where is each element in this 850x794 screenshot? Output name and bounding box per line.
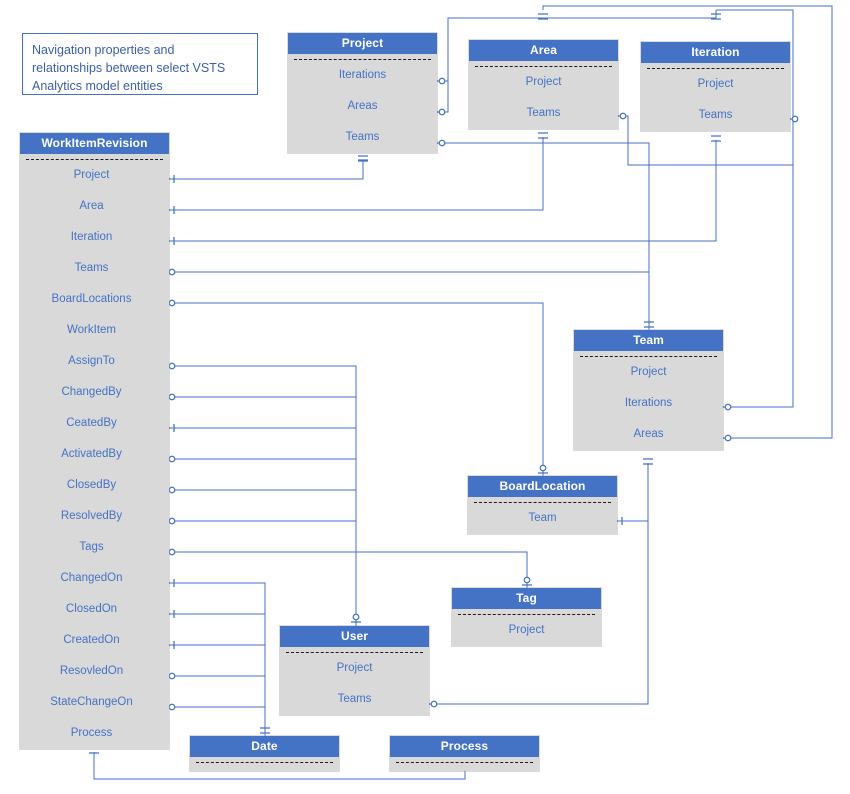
entity-row[interactable]: Project <box>73 169 110 181</box>
entity-row[interactable]: Teams <box>526 107 561 119</box>
entity-tag[interactable]: Tag Project <box>452 588 601 646</box>
entity-rows-iteration: Project Teams <box>641 69 790 131</box>
entity-project[interactable]: Project Iterations Areas Teams <box>288 33 437 153</box>
entity-separator <box>580 356 717 357</box>
entity-row[interactable]: ClosedBy <box>66 479 117 491</box>
entity-row[interactable]: Project <box>508 624 545 636</box>
entity-row[interactable]: Area <box>79 200 104 212</box>
entity-row[interactable]: CeatedBy <box>66 417 117 429</box>
entity-date[interactable]: Date <box>190 736 339 771</box>
entity-workitemrevision[interactable]: WorkItemRevision Project Area Iteration … <box>20 133 169 749</box>
entity-row[interactable]: ClosedOn <box>65 603 118 615</box>
entity-rows-tag: Project <box>452 615 601 646</box>
entity-header-workitemrevision: WorkItemRevision <box>20 133 169 154</box>
entity-row[interactable]: ActivatedBy <box>61 448 122 460</box>
entity-separator <box>458 614 595 615</box>
entity-separator <box>647 68 784 69</box>
entity-header-area: Area <box>469 40 618 61</box>
entity-row[interactable]: Areas <box>633 428 664 440</box>
entity-team[interactable]: Team Project Iterations Areas <box>574 330 723 450</box>
entity-row[interactable]: Areas <box>347 100 378 112</box>
entity-row[interactable]: Iteration <box>70 231 113 243</box>
entity-row[interactable]: Teams <box>698 109 733 121</box>
entity-row[interactable]: ChangedOn <box>60 572 123 584</box>
entity-row[interactable]: BoardLocations <box>51 293 132 305</box>
entity-row[interactable]: Project <box>336 662 373 674</box>
entity-row[interactable]: Project <box>525 76 562 88</box>
entity-separator <box>475 66 612 67</box>
entity-row[interactable]: ChangedBy <box>61 386 122 398</box>
entity-row[interactable]: Process <box>70 727 113 739</box>
entity-row[interactable]: Tags <box>79 541 104 553</box>
entity-separator <box>294 59 431 60</box>
entity-row[interactable]: Iterations <box>624 397 673 409</box>
entity-header-date: Date <box>190 736 339 757</box>
entity-header-boardlocation: BoardLocation <box>468 476 617 497</box>
entity-separator <box>196 762 333 763</box>
entity-row[interactable]: Project <box>630 366 667 378</box>
entity-rows-project: Iterations Areas Teams <box>288 60 437 153</box>
entity-iteration[interactable]: Iteration Project Teams <box>641 42 790 131</box>
entity-row[interactable]: Teams <box>337 693 372 705</box>
entity-row[interactable]: ResolvedBy <box>60 510 123 522</box>
entity-separator <box>286 652 423 653</box>
diagram-note: Navigation properties and relationships … <box>22 33 258 95</box>
entity-rows-area: Project Teams <box>469 67 618 129</box>
entity-area[interactable]: Area Project Teams <box>469 40 618 129</box>
entity-header-iteration: Iteration <box>641 42 790 63</box>
entity-row[interactable]: AssignTo <box>68 355 115 367</box>
entity-user[interactable]: User Project Teams <box>280 626 429 715</box>
entity-rows-workitemrevision: Project Area Iteration Teams BoardLocati… <box>20 160 169 749</box>
entity-header-user: User <box>280 626 429 647</box>
entity-separator <box>26 159 163 160</box>
entity-process[interactable]: Process <box>390 736 539 771</box>
entity-rows-date <box>190 763 339 771</box>
entity-separator <box>396 762 533 763</box>
entity-rows-process <box>390 763 539 771</box>
entity-row[interactable]: Iterations <box>338 69 387 81</box>
entity-row[interactable]: CreatedOn <box>63 634 120 646</box>
entity-row[interactable]: Team <box>528 512 557 524</box>
entity-header-team: Team <box>574 330 723 351</box>
entity-row[interactable]: StateChangeOn <box>50 696 133 708</box>
entity-rows-user: Project Teams <box>280 653 429 715</box>
entity-row[interactable]: Project <box>697 78 734 90</box>
entity-header-process: Process <box>390 736 539 757</box>
entity-rows-boardlocation: Team <box>468 503 617 534</box>
entity-rows-team: Project Iterations Areas <box>574 357 723 450</box>
entity-header-tag: Tag <box>452 588 601 609</box>
entity-row[interactable]: Teams <box>74 262 109 274</box>
entity-row[interactable]: WorkItem <box>67 324 116 336</box>
entity-header-project: Project <box>288 33 437 54</box>
entity-separator <box>474 502 611 503</box>
entity-row[interactable]: Teams <box>345 131 380 143</box>
entity-boardlocation[interactable]: BoardLocation Team <box>468 476 617 534</box>
entity-row[interactable]: ResovledOn <box>59 665 124 677</box>
